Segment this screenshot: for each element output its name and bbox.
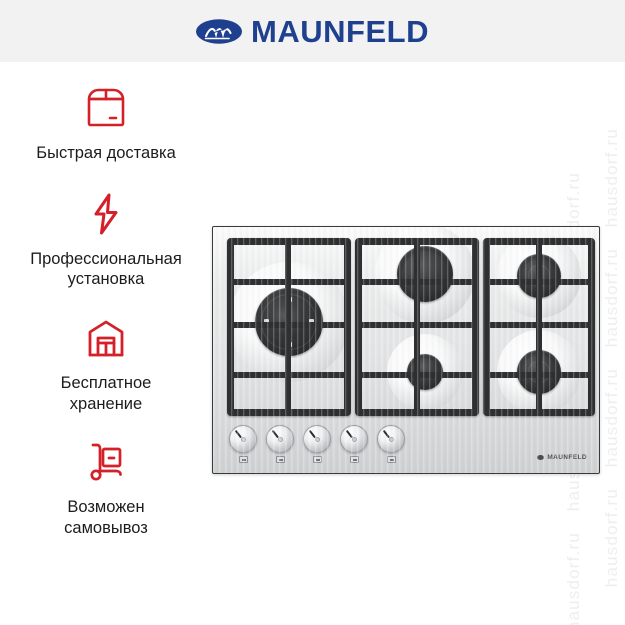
feature-list: Быстрая доставка Профессиональная устано…	[0, 80, 212, 538]
hob-body: MAUNFELD	[212, 226, 600, 474]
hob-control-panel: MAUNFELD	[213, 421, 599, 473]
feature-item-storage: Бесплатное хранение	[0, 312, 212, 414]
brand-logo: MAUNFELD	[196, 16, 429, 47]
brand-name: MAUNFELD	[251, 13, 429, 49]
watermark-text: hausdorf.ru	[602, 248, 621, 348]
feature-label: Бесплатное хранение	[60, 373, 152, 413]
burner-symbol-icon	[349, 456, 359, 463]
burner-symbol-icon	[275, 456, 285, 463]
feature-label: Возможен самовывоз	[64, 498, 148, 537]
hob-cooking-surface	[219, 227, 595, 422]
burner-symbol-icon	[386, 456, 396, 463]
burner-knob[interactable]	[340, 425, 368, 463]
maunfeld-emblem-small-icon	[537, 455, 545, 460]
burner-knob[interactable]	[377, 425, 405, 463]
feature-label: Быстрая доставка	[36, 144, 176, 162]
box-icon	[82, 82, 130, 134]
hob-brand-badge: MAUNFELD	[537, 454, 587, 461]
brand-header: MAUNFELD	[0, 0, 625, 62]
burner-symbol-icon	[312, 456, 322, 463]
product-gas-hob: MAUNFELD	[212, 226, 600, 474]
burner-knob[interactable]	[229, 425, 257, 463]
warehouse-icon	[82, 312, 130, 364]
burner-knob[interactable]	[303, 425, 331, 463]
burner-symbol-icon	[238, 456, 248, 463]
feature-item-installation: Профессиональная установка	[0, 188, 212, 290]
maunfeld-oval-emblem	[196, 18, 243, 44]
hand-truck-icon	[82, 436, 130, 488]
knob-row	[229, 425, 405, 463]
hob-badge-text: MAUNFELD	[547, 454, 587, 461]
watermark-text: hausdorf.ru	[602, 128, 621, 228]
burner-knob[interactable]	[266, 425, 294, 463]
watermark-text: hausdorf.ru	[564, 532, 583, 625]
feature-item-delivery: Быстрая доставка	[0, 82, 212, 164]
watermark-text: hausdorf.ru	[602, 488, 621, 588]
feature-label: Профессиональная установка	[30, 249, 182, 289]
feature-item-pickup: Возможен самовывоз	[0, 436, 212, 538]
lightning-bolt-icon	[89, 188, 123, 240]
watermark-text: hausdorf.ru	[602, 368, 621, 468]
